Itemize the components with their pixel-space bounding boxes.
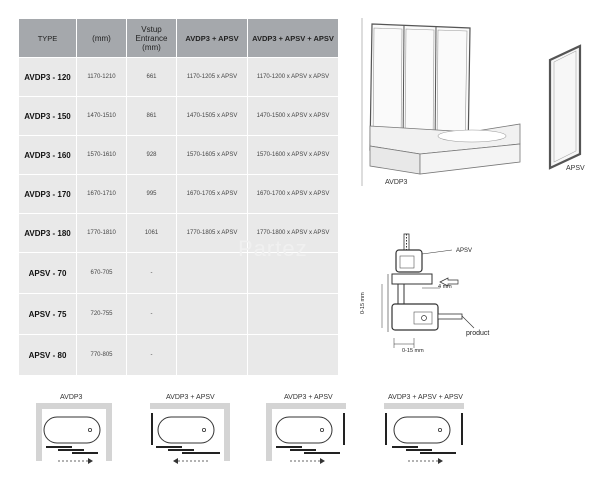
cell-entrance: - (126, 334, 177, 376)
cell-avdp3-apsv-apsv: 1170-1200 x APSV x APSV (247, 57, 339, 97)
config-diagram-1 (36, 403, 112, 464)
cell-avdp3-apsv-apsv: 1770-1800 x APSV x APSV (247, 213, 339, 253)
detail-horizontal-dim-label: 0-15 mm (402, 348, 424, 354)
spec-table: TYPE (mm) Vstup Entrance (mm) AVDP3 + AP… (18, 18, 339, 376)
cell-mm: 720-755 (76, 293, 127, 335)
table-row: AVDP3 - 170 1670-1710 995 1670-1705 x AP… (18, 174, 339, 214)
cell-avdp3-apsv: 1670-1705 x APSV (176, 174, 248, 214)
apsv-label: APSV (566, 165, 585, 172)
cell-avdp3-apsv: 1570-1605 x APSV (176, 135, 248, 175)
cell-entrance: - (126, 252, 177, 294)
cell-avdp3-apsv: 1470-1505 x APSV (176, 96, 248, 136)
avdp3-illustration (361, 18, 521, 186)
cell-mm: 1670-1710 (76, 174, 127, 214)
config-label-4: AVDP3 + APSV + APSV (388, 394, 463, 401)
cell-entrance: 1061 (126, 213, 177, 253)
cell-type: APSV - 75 (18, 293, 77, 335)
cell-avdp3-apsv (176, 293, 248, 335)
cell-avdp3-apsv-apsv (247, 334, 339, 376)
cell-avdp3-apsv-apsv (247, 293, 339, 335)
detail-apsv-label: APSV (456, 248, 473, 254)
cell-type: AVDP3 - 120 (18, 57, 77, 97)
table-row: AVDP3 - 120 1170-1210 661 1170-1205 x AP… (18, 57, 339, 97)
cell-mm: 1170-1210 (76, 57, 127, 97)
header-entrance: Vstup Entrance (mm) (126, 18, 177, 58)
cell-type: AVDP3 - 160 (18, 135, 77, 175)
watermark-text: Partez (238, 236, 308, 261)
config-label-1: AVDP3 (60, 394, 83, 401)
cell-entrance: 928 (126, 135, 177, 175)
cell-avdp3-apsv-apsv: 1470-1500 x APSV x APSV (247, 96, 339, 136)
cell-mm: 770-805 (76, 334, 127, 376)
header-avdp3-apsv: AVDP3 + APSV (176, 18, 248, 58)
cell-mm: 1470-1510 (76, 96, 127, 136)
config-label-3: AVDP3 + APSV (284, 394, 333, 401)
cell-type: AVDP3 - 170 (18, 174, 77, 214)
detail-vertical-dim-label: 0-15 mm (360, 292, 366, 314)
cell-type: AVDP3 - 150 (18, 96, 77, 136)
apsv-illustration (548, 44, 582, 170)
cell-avdp3-apsv-apsv: 1670-1700 x APSV x APSV (247, 174, 339, 214)
cell-avdp3-apsv-apsv (247, 252, 339, 294)
table-row: AVDP3 - 150 1470-1510 861 1470-1505 x AP… (18, 96, 339, 136)
table-row: APSV - 80 770-805 - (18, 334, 339, 376)
header-type: TYPE (18, 18, 77, 58)
detail-product-label: product (466, 330, 490, 337)
table-header-row: TYPE (mm) Vstup Entrance (mm) AVDP3 + AP… (18, 18, 339, 58)
cell-type: APSV - 80 (18, 334, 77, 376)
cell-avdp3-apsv: 1770-1805 x APSV (176, 213, 248, 253)
cell-mm: 1570-1610 (76, 135, 127, 175)
cell-mm: 670-705 (76, 252, 127, 294)
cell-type: APSV - 70 (18, 252, 77, 294)
table-row: APSV - 75 720-755 - (18, 293, 339, 335)
table-row: AVDP3 - 160 1570-1610 928 1570-1605 x AP… (18, 135, 339, 175)
config-diagram-4 (384, 403, 464, 464)
profile-detail-drawing (381, 233, 475, 348)
config-diagram-2 (150, 403, 230, 464)
cell-type: AVDP3 - 180 (18, 213, 77, 253)
cell-avdp3-apsv: 1170-1205 x APSV (176, 57, 248, 97)
header-avdp3-apsv-apsv: AVDP3 + APSV + APSV (247, 18, 339, 58)
cell-entrance: - (126, 293, 177, 335)
config-diagram-3 (266, 403, 346, 464)
header-mm: (mm) (76, 18, 127, 58)
cell-avdp3-apsv (176, 252, 248, 294)
cell-entrance: 995 (126, 174, 177, 214)
config-label-2: AVDP3 + APSV (166, 394, 215, 401)
avdp3-label: AVDP3 (385, 179, 408, 186)
cell-avdp3-apsv-apsv: 1570-1600 x APSV x APSV (247, 135, 339, 175)
cell-entrance: 861 (126, 96, 177, 136)
detail-4mm-label: 4 mm (438, 284, 452, 290)
table-row: APSV - 70 670-705 - (18, 252, 339, 294)
cell-entrance: 661 (126, 57, 177, 97)
cell-mm: 1770-1810 (76, 213, 127, 253)
table-row: AVDP3 - 180 1770-1810 1061 1770-1805 x A… (18, 213, 339, 253)
cell-avdp3-apsv (176, 334, 248, 376)
